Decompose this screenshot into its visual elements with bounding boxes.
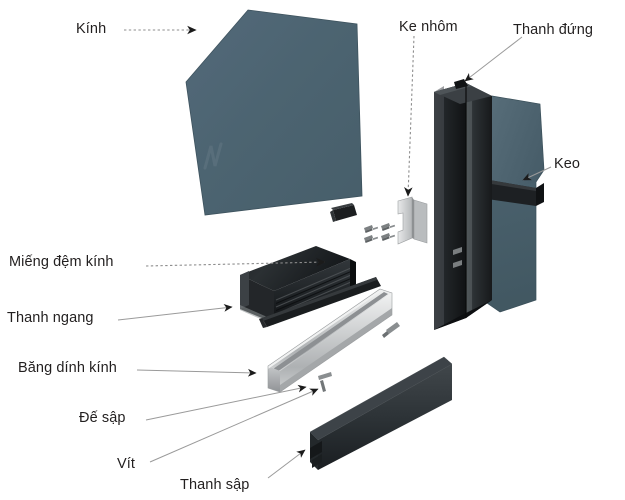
glazing-tape-part: [259, 277, 381, 328]
screw-loose-upper: [382, 322, 400, 338]
screw-cluster-part: [364, 223, 396, 243]
label-bang-dinh-kinh: Băng dính kính: [18, 360, 117, 376]
leader-lines: [117, 25, 552, 479]
label-vit: Vít: [117, 456, 136, 472]
glass-panel-part: [185, 9, 363, 216]
label-ke-nhom: Ke nhôm: [399, 19, 458, 35]
label-thanh-ngang: Thanh ngang: [7, 310, 94, 326]
screw-loose-lower: [318, 372, 332, 392]
label-thanh-sap: Thanh sập: [180, 477, 250, 493]
label-de-sap: Đế sập: [79, 410, 126, 426]
cover-bar-part: [309, 356, 453, 470]
post-screw-slots: [453, 247, 462, 268]
label-thanh-dung: Thanh đứng: [513, 22, 594, 38]
post-top-nub: [454, 79, 468, 89]
watermark: [203, 142, 223, 170]
label-keo: Keo: [554, 156, 581, 172]
label-mieng-dem-kinh: Miếng đệm kính: [9, 254, 114, 270]
label-kinh: Kính: [76, 21, 107, 37]
vertical-post-part: [434, 83, 492, 330]
glass-setting-block-part: [330, 203, 357, 222]
base-channel-part: [267, 288, 393, 393]
aluminum-bracket-part: [397, 196, 428, 245]
